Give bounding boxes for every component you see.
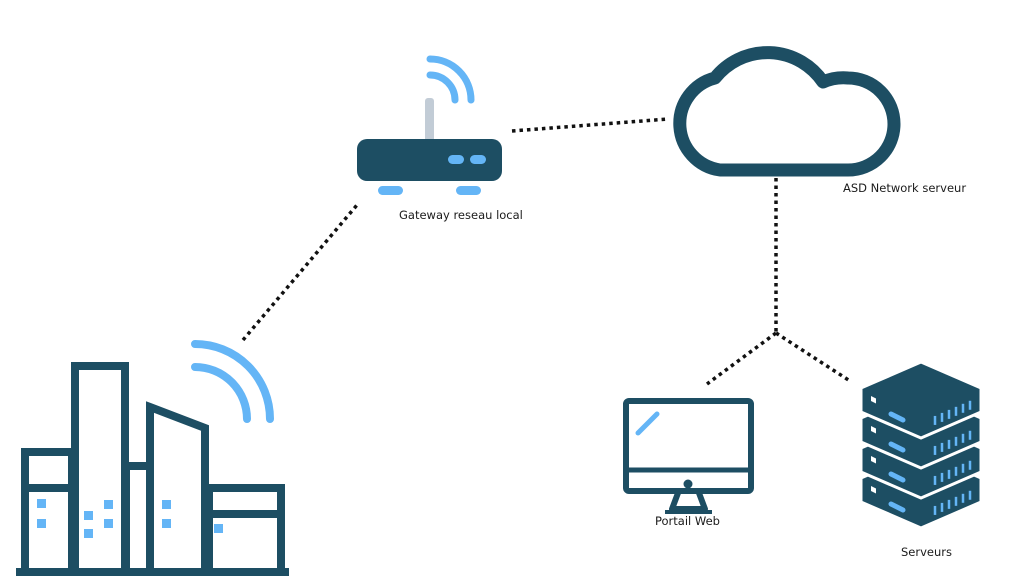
server-led — [871, 395, 876, 404]
server-stack-icon — [859, 360, 983, 530]
server-slot — [888, 441, 906, 453]
server-slot — [888, 411, 906, 423]
server-slot — [888, 501, 906, 513]
server-led — [871, 425, 876, 434]
monitor-icon — [623, 398, 754, 514]
factory-icon — [16, 340, 289, 576]
server-led — [871, 485, 876, 494]
connection-gateway-cloud — [511, 117, 669, 133]
server-led — [871, 455, 876, 464]
portal-label: Portail Web — [655, 514, 720, 528]
connection-junction-portal — [705, 331, 778, 386]
connections — [241, 117, 851, 386]
servers-label: Serveurs — [901, 545, 952, 559]
cloud-icon — [673, 46, 901, 177]
connection-junction-servers — [775, 331, 851, 383]
router-icon — [357, 55, 502, 195]
cloud-label: ASD Network serveur — [843, 181, 967, 195]
gateway-label: Gateway reseau local — [399, 208, 523, 222]
connection-factory-gateway — [241, 203, 359, 342]
server-unit — [859, 360, 983, 440]
server-slot — [888, 471, 906, 483]
